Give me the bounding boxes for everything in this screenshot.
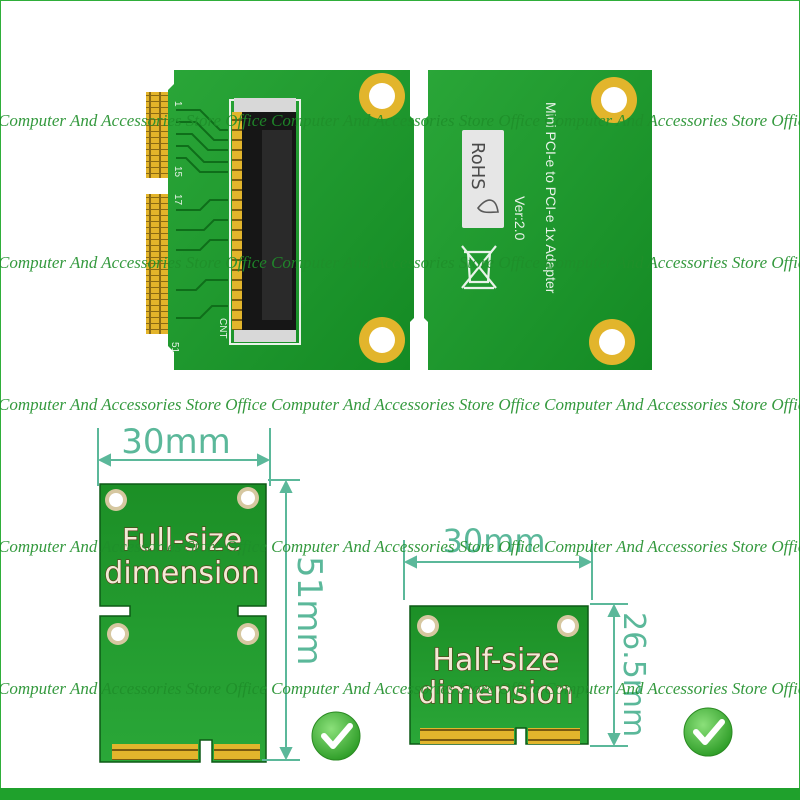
rohs-text: RoHS: [467, 142, 488, 190]
leaf-icon: [477, 199, 499, 214]
connector-latch-top: [234, 98, 296, 112]
pin-label-1: 1: [172, 101, 183, 107]
full-size-card: Full-size dimension: [99, 483, 267, 763]
cnt-label: CNT: [217, 318, 228, 339]
mounting-holes: [359, 73, 637, 365]
full-card-body: [99, 483, 267, 763]
full-card-holes: [105, 487, 259, 645]
half-card-holes: [417, 615, 579, 637]
connector-contacts: [232, 112, 242, 330]
board-title: Mini PCI-e to PCI-e 1x Adapter: [543, 102, 559, 294]
pin-label-17: 17: [172, 194, 183, 206]
watermark-row-5: Computer And Accessories Store Office Co…: [0, 679, 800, 698]
watermark-row-1: Computer And Accessories Store Office Co…: [0, 111, 800, 130]
check-icon-full: [311, 711, 361, 761]
bottom-bar: [0, 788, 800, 800]
perforation: [416, 131, 422, 305]
full-size-label-line1: Full-size: [122, 523, 242, 558]
full-card-fingers-left: [112, 744, 198, 760]
ffc-connector-slot: [262, 130, 292, 320]
half-card-fingers-right: [528, 728, 580, 744]
rohs-badge: [462, 130, 504, 228]
half-size-label-line1: Half-size: [432, 643, 559, 678]
full-size-label-line2: dimension: [104, 556, 259, 591]
check-icon-half: [683, 707, 733, 757]
half-size-card: Half-size dimension: [409, 605, 589, 745]
connector-latch-bottom: [234, 330, 296, 342]
watermark: Computer And Accessories Store Office Co…: [0, 111, 800, 698]
full-height-dimension: 51mm: [289, 556, 329, 666]
half-size-label-line2: dimension: [418, 676, 573, 711]
full-card-fingers-right: [214, 744, 260, 760]
watermark-row-2: Computer And Accessories Store Office Co…: [0, 253, 800, 272]
pin-label-15: 15: [172, 166, 183, 178]
half-width-dimension: 30mm: [442, 522, 545, 560]
half-size-dimension-lines: [403, 540, 628, 747]
traces: [176, 109, 228, 319]
watermark-row-3: Computer And Accessories Store Office Co…: [0, 395, 800, 414]
watermark-row-4: Computer And Accessories Store Office Co…: [0, 537, 800, 556]
adapter-board: 1 15 17 51 CNT RoHS Mini PCI-e to PCI-e …: [146, 70, 652, 370]
pin-label-51: 51: [169, 342, 180, 354]
full-width-dimension: 30mm: [121, 422, 231, 462]
half-card-fingers-left: [420, 728, 514, 744]
full-size-dimension-lines: [97, 428, 300, 761]
board-version: Ver:2.0: [512, 196, 528, 241]
half-height-dimension: 26.5mm: [616, 612, 651, 737]
weee-bin-icon: [461, 245, 497, 290]
